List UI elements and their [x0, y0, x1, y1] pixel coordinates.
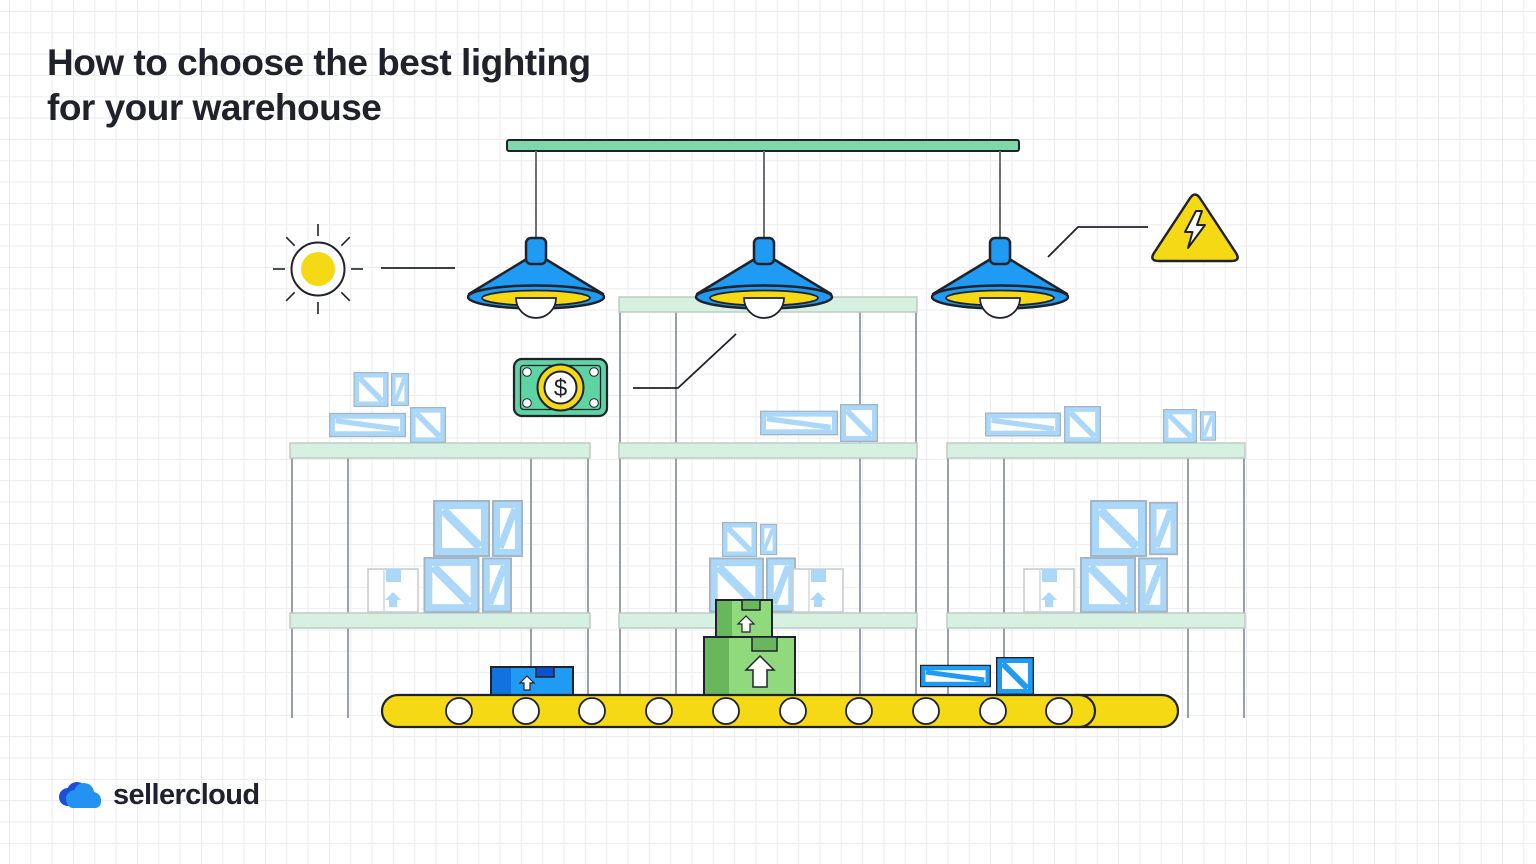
crate-icon — [1139, 558, 1167, 611]
money-callout-line — [633, 333, 737, 389]
crate-icon — [1091, 501, 1146, 556]
cardboard-box-icon — [792, 568, 844, 613]
rack-right — [946, 442, 1246, 718]
dollar-sign: $ — [554, 375, 567, 402]
crate-icon — [921, 665, 991, 686]
shelf-band — [618, 442, 918, 459]
blue-crates-on-belt — [921, 658, 1034, 695]
crate-icon — [1150, 503, 1177, 554]
crate-icon — [330, 413, 406, 436]
brand-name: sellercloud — [113, 779, 260, 811]
crate-icon — [1065, 407, 1101, 443]
cardboard-box-icon — [1023, 568, 1075, 613]
shelf-band — [946, 442, 1246, 459]
conveyor-rollers — [445, 697, 1073, 725]
title-line-2: for your warehouse — [47, 87, 382, 129]
crate-icon — [841, 405, 878, 442]
callout-lines — [381, 226, 1148, 389]
crate-icon — [354, 373, 388, 407]
shelf-crates — [330, 373, 1216, 612]
crate-icon — [723, 523, 757, 557]
pendant-lamp-icon — [930, 149, 1070, 320]
title-line-1: How to choose the best lighting — [47, 42, 591, 83]
shelf-band — [289, 612, 591, 629]
conveyor-belt — [380, 693, 1180, 729]
brand-logo: sellercloud — [56, 779, 260, 812]
money-bill-icon: $ — [512, 357, 609, 418]
ceiling-mount-bar — [506, 139, 1020, 152]
hazard-callout-line — [1047, 226, 1148, 258]
lightning-bolt-icon — [1184, 210, 1206, 249]
shelf-band — [289, 442, 591, 459]
shelf-band — [946, 612, 1246, 629]
rack-left — [289, 442, 591, 718]
crate-icon — [434, 501, 489, 556]
crate-icon — [483, 558, 511, 611]
crate-icon — [411, 408, 446, 443]
crate-icon — [424, 558, 478, 612]
cloud-logo-icon — [59, 781, 101, 808]
crate-icon — [1201, 412, 1216, 440]
crate-icon — [392, 374, 409, 406]
pendant-lamp-icon — [694, 149, 834, 320]
blue-parcel-box — [490, 666, 574, 696]
sun-icon — [273, 224, 363, 314]
pendant-lamp-icon — [466, 149, 606, 320]
crate-icon — [493, 501, 522, 556]
page-title: How to choose the best lighting for your… — [47, 40, 591, 130]
crate-icon — [1164, 410, 1197, 443]
crate-icon — [761, 411, 838, 434]
green-parcel-boxes — [703, 599, 796, 696]
crate-icon — [1081, 558, 1135, 612]
electric-hazard-icon — [1151, 193, 1239, 263]
crate-icon — [986, 413, 1061, 436]
cardboard-box-icon — [367, 568, 419, 613]
crate-icon — [761, 524, 777, 554]
crate-icon — [997, 658, 1034, 695]
